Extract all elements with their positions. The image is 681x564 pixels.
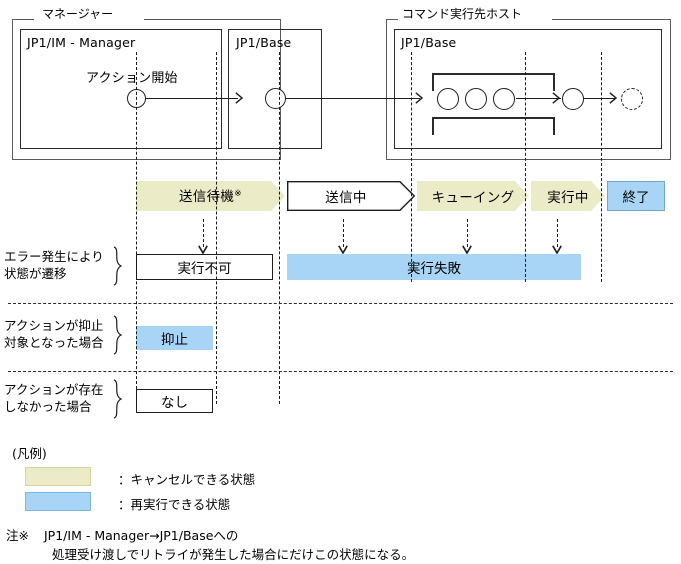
row-label-suppressed-line2: 対象となった場合 xyxy=(4,335,104,350)
flow-arrowhead-2 xyxy=(415,92,423,104)
row-label-error-line1: エラー発生により xyxy=(4,249,104,264)
queued-job-node-3 xyxy=(493,88,515,110)
flow-arrowhead-1 xyxy=(235,92,243,104)
legend-text-cancelable: ：キャンセルできる状態 xyxy=(118,472,256,487)
queued-job-node-1 xyxy=(437,88,459,110)
state-label-none: なし xyxy=(161,395,188,411)
timeline-rule-5 xyxy=(525,52,526,282)
transition-arrow-line-2 xyxy=(343,219,344,247)
target-host-group-label: コマンド実行先ホスト xyxy=(398,8,527,20)
row-label-none-line2: しなかった場合 xyxy=(4,399,92,414)
section-separator-2 xyxy=(8,371,673,372)
transition-arrowhead-1 xyxy=(198,245,208,254)
transition-arrow-line-3 xyxy=(467,219,468,247)
queue-bracket-top-left-tick xyxy=(432,73,434,91)
transition-arrow-line-1 xyxy=(203,219,204,247)
queue-bracket-bottom-horizontal xyxy=(432,117,555,119)
row-label-suppressed-line1: アクションが抑止 xyxy=(4,318,104,333)
state-label-not-executable: 実行不可 xyxy=(177,261,232,277)
state-label-exec-failed: 実行失敗 xyxy=(407,261,461,277)
queue-bracket-top-right-tick xyxy=(553,73,555,91)
component-box-jp1base-host xyxy=(394,29,662,149)
queued-job-node-2 xyxy=(465,88,487,110)
state-box-none: なし xyxy=(136,389,213,413)
flow-arrow-line-4 xyxy=(584,98,616,99)
ended-job-node xyxy=(621,88,643,110)
status-chevron-sending: 送信中 xyxy=(287,181,405,211)
target-host-group-frame xyxy=(386,19,671,160)
queue-bracket-bottom-right-tick xyxy=(553,117,555,135)
footnote-line-1: JP1/IM - Manager→JP1/Baseへの xyxy=(44,528,239,543)
legend-swatch-rerunnable xyxy=(25,492,91,511)
queue-bracket-top-horizontal xyxy=(432,73,555,75)
flow-arrowhead-3 xyxy=(552,92,560,104)
transition-arrowhead-4 xyxy=(552,245,562,254)
row-label-suppressed: アクションが抑止 対象となった場合 xyxy=(4,317,104,351)
row-label-error: エラー発生により 状態が遷移 xyxy=(4,248,104,282)
status-label-ended: 終了 xyxy=(622,190,650,206)
row-label-none: アクションが存在 しなかった場合 xyxy=(4,381,103,415)
component-box-jp1base-manager xyxy=(228,29,322,149)
row-label-none-line1: アクションが存在 xyxy=(4,382,104,397)
legend-title: (凡例) xyxy=(12,446,47,461)
footnote-line-2: 処理受け渡しでリトライが発生した場合にだけこの状態になる。 xyxy=(52,547,415,562)
state-box-not-executable: 実行不可 xyxy=(136,254,273,280)
status-label-wait-send: 送信待機 xyxy=(178,189,235,205)
running-job-node xyxy=(562,88,584,110)
jp1base-manager-node xyxy=(265,88,286,109)
flow-arrow-line-2 xyxy=(286,98,420,99)
timeline-rule-1 xyxy=(136,52,137,404)
component-label-jp1im: JP1/IM - Manager xyxy=(27,35,136,50)
queue-bracket-bottom-left-tick xyxy=(432,117,434,135)
component-box-jp1im xyxy=(20,29,222,149)
timeline-rule-2 xyxy=(216,52,217,404)
legend-swatch-cancelable xyxy=(25,467,91,486)
status-label-queuing: キューイング xyxy=(431,189,515,206)
flow-arrow-line-1 xyxy=(146,98,238,99)
transition-arrowhead-2 xyxy=(338,245,348,254)
row-label-error-line2: 状態が遷移 xyxy=(4,266,67,281)
status-label-sending: 送信中 xyxy=(325,189,367,206)
action-start-label: アクション開始 xyxy=(86,71,178,86)
component-label-jp1base-manager: JP1/Base xyxy=(236,35,292,50)
state-box-suppressed: 抑止 xyxy=(136,326,213,350)
status-chevron-running: 実行中 xyxy=(531,181,605,211)
status-label-running: 実行中 xyxy=(547,189,589,206)
status-box-ended: 終了 xyxy=(607,181,665,211)
status-chevron-wait-send: 送信待機※ xyxy=(136,181,285,211)
status-mark-wait-send: ※ xyxy=(234,188,243,199)
row-brace-suppressed xyxy=(113,315,123,355)
state-label-suppressed: 抑止 xyxy=(161,332,188,348)
legend-text-rerunnable: ：再実行できる状態 xyxy=(118,497,231,512)
flow-arrowhead-4 xyxy=(609,92,617,104)
state-box-exec-failed: 実行失敗 xyxy=(287,254,581,280)
section-separator-1 xyxy=(8,303,673,304)
timeline-rule-3 xyxy=(279,52,280,404)
timeline-rule-6 xyxy=(601,52,602,282)
flow-arrow-line-3 xyxy=(516,98,561,99)
status-chevron-queuing: キューイング xyxy=(417,181,529,211)
footnote-marker: 注※ xyxy=(6,528,29,543)
transition-arrowhead-3 xyxy=(462,245,472,254)
manager-group-label: マネージャー xyxy=(38,8,118,20)
row-brace-error xyxy=(113,246,123,286)
component-label-jp1base-host: JP1/Base xyxy=(401,35,457,50)
transition-arrow-line-4 xyxy=(557,219,558,247)
timeline-rule-4 xyxy=(411,52,412,282)
row-brace-none xyxy=(113,379,123,419)
